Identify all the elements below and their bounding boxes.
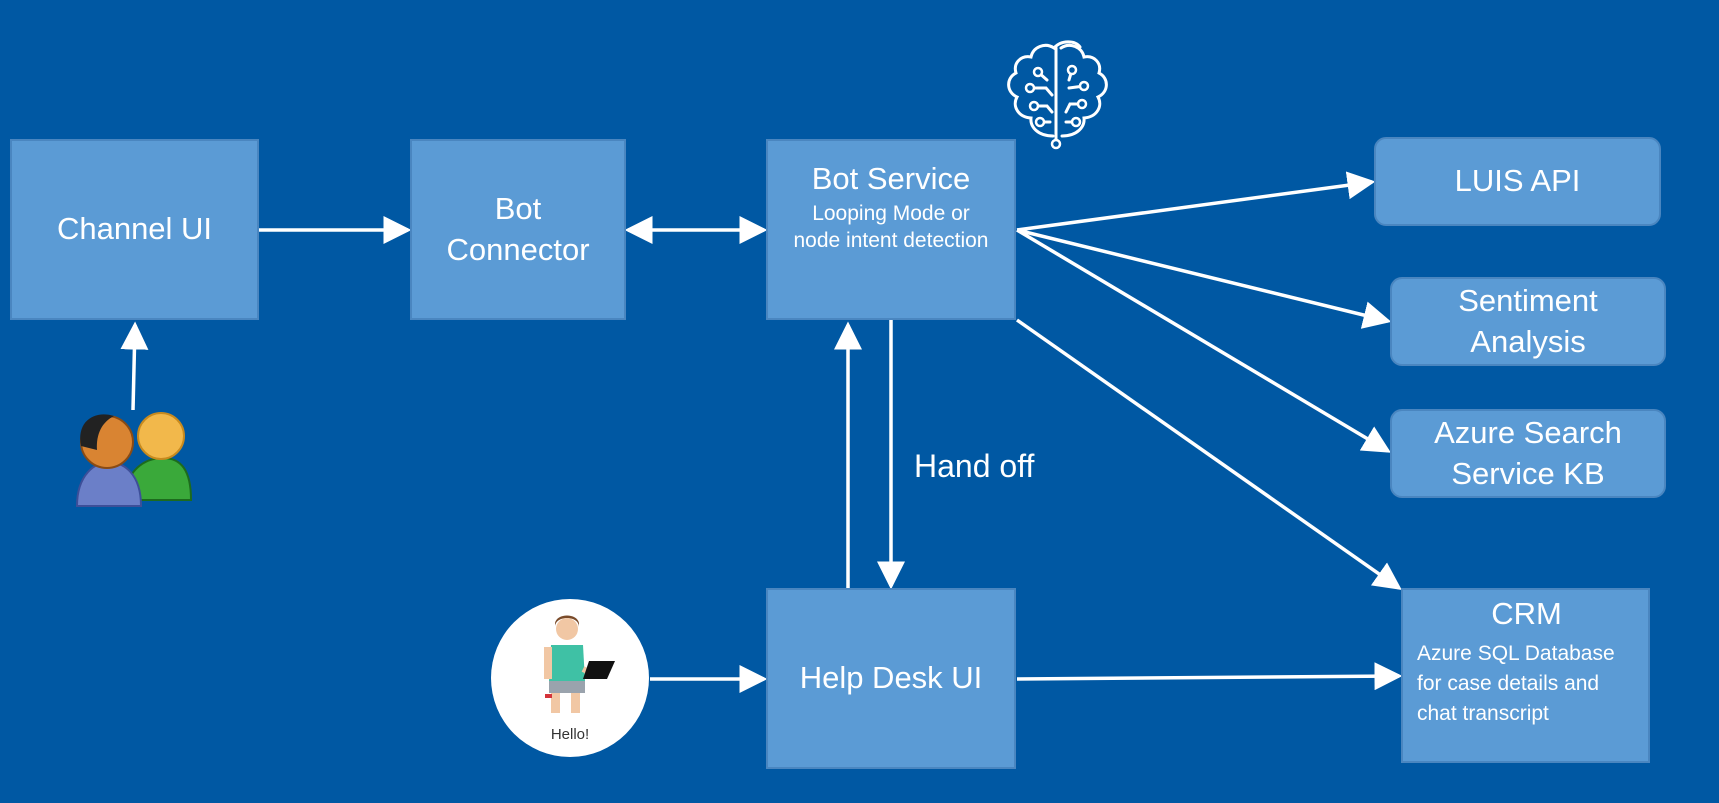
arrow-botservice-to-sentiment <box>1016 228 1392 329</box>
bot-connector-node: Bot Connector <box>410 139 626 320</box>
arrow-botservice-to-crm <box>1015 318 1402 591</box>
channel-ui-node: Channel UI <box>10 139 259 320</box>
sentiment-line1: Sentiment <box>1458 282 1598 318</box>
azure-search-line1: Azure Search <box>1434 414 1622 450</box>
crm-node: CRM Azure SQL Database for case details … <box>1401 588 1650 763</box>
bot-service-node: Bot Service Looping Mode or node intent … <box>766 139 1016 320</box>
support-agent-icon <box>544 615 615 713</box>
users-icon <box>75 412 193 507</box>
bot-service-sub1: Looping Mode or <box>812 201 970 225</box>
bot-connector-line2: Connector <box>446 231 590 267</box>
crm-title: CRM <box>1491 596 1562 631</box>
luis-api-node: LUIS API <box>1374 137 1661 226</box>
crm-sub2: for case details and <box>1417 671 1600 695</box>
crm-sub1: Azure SQL Database <box>1417 641 1615 665</box>
azure-search-node: Azure Search Service KB <box>1390 409 1666 498</box>
support-agent-avatar: Hello! <box>491 599 649 757</box>
hand-off-label: Hand off <box>914 448 1035 484</box>
crm-sub3: chat transcript <box>1417 701 1549 725</box>
brain-circuit-icon <box>1007 40 1108 146</box>
arrow-botservice-to-search <box>1016 228 1392 453</box>
channel-ui-title: Channel UI <box>56 211 213 247</box>
bot-service-title: Bot Service <box>811 161 971 196</box>
help-desk-title: Help Desk UI <box>799 660 983 696</box>
arrow-helpdesk-to-crm <box>1016 662 1403 691</box>
sentiment-analysis-node: Sentiment Analysis <box>1390 277 1666 366</box>
luis-api-title: LUIS API <box>1454 163 1581 199</box>
azure-search-line2: Service KB <box>1451 455 1605 491</box>
bot-connector-line1: Bot <box>494 190 542 226</box>
arrow-users-to-channel <box>120 321 149 411</box>
agent-caption: Hello! <box>550 726 590 743</box>
sentiment-line2: Analysis <box>1470 323 1586 359</box>
arrow-botservice-to-luis <box>1016 171 1376 232</box>
help-desk-ui-node: Help Desk UI <box>766 588 1016 769</box>
bot-service-sub2: node intent detection <box>793 229 989 253</box>
